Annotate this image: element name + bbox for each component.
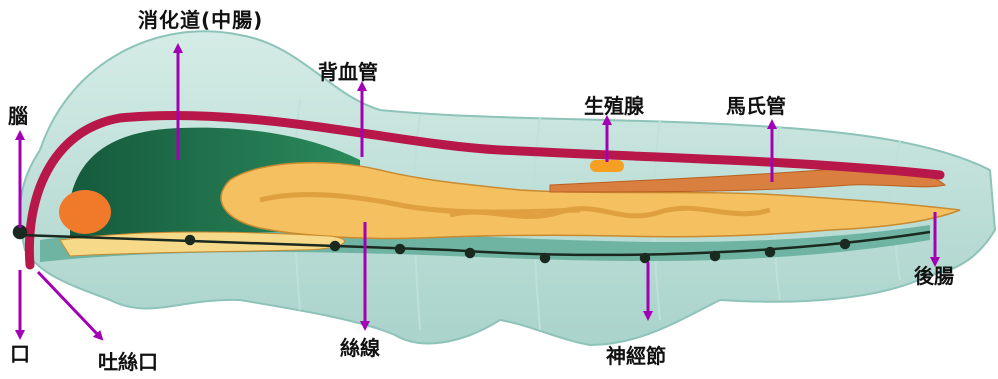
label-silk-gland: 絲線 xyxy=(340,338,380,358)
label-dorsal-vessel: 背血管 xyxy=(318,62,378,82)
label-hindgut: 後腸 xyxy=(914,266,954,286)
label-nerve-ganglion: 神經節 xyxy=(606,346,666,366)
label-spinneret: 吐絲口 xyxy=(98,352,158,372)
label-gonad: 生殖腺 xyxy=(584,96,644,116)
label-midgut: 消化道(中腸) xyxy=(138,10,263,30)
head-gland xyxy=(59,190,111,234)
label-malpighian-tubule: 馬氏管 xyxy=(726,96,786,116)
label-mouth: 口 xyxy=(10,344,30,364)
label-brain: 腦 xyxy=(8,106,28,126)
